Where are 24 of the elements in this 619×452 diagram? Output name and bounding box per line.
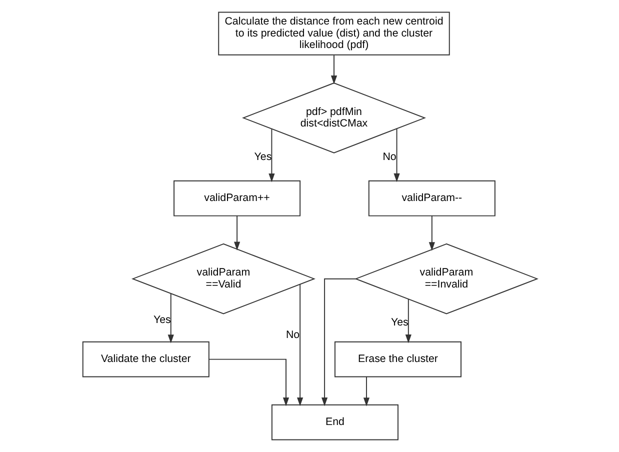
node-box: Calculate the distance from each new centroid to its predicted value (dist) and the cluster likelihood (pdf): [218, 12, 450, 56]
edge-label: Yes: [152, 314, 170, 326]
edge-label: Yes: [254, 151, 272, 164]
arrow: [404, 298, 411, 344]
arrow: [362, 376, 370, 406]
arrow: [320, 278, 356, 406]
arrow: [167, 293, 174, 344]
arrow: [330, 54, 337, 84]
node-diamond: pdf> pdfMin dist<distCMax: [242, 82, 426, 154]
node-box: Erase the cluster: [334, 341, 461, 378]
edge-label: Yes: [390, 316, 408, 329]
arrow: [296, 284, 303, 406]
arrow: [208, 358, 289, 406]
node-diamond: validParam ==Valid: [130, 243, 315, 314]
arrow: [233, 215, 240, 251]
arrow: [393, 128, 400, 182]
edge-label: No: [382, 150, 396, 163]
node-box: Validate the cluster: [82, 341, 209, 378]
arrow: [428, 215, 434, 251]
arrow: [268, 128, 274, 182]
edge-label: No: [285, 329, 300, 342]
node-box: End: [270, 404, 398, 440]
node-box: validParam--: [368, 180, 495, 216]
node-box: validParam++: [173, 180, 300, 216]
